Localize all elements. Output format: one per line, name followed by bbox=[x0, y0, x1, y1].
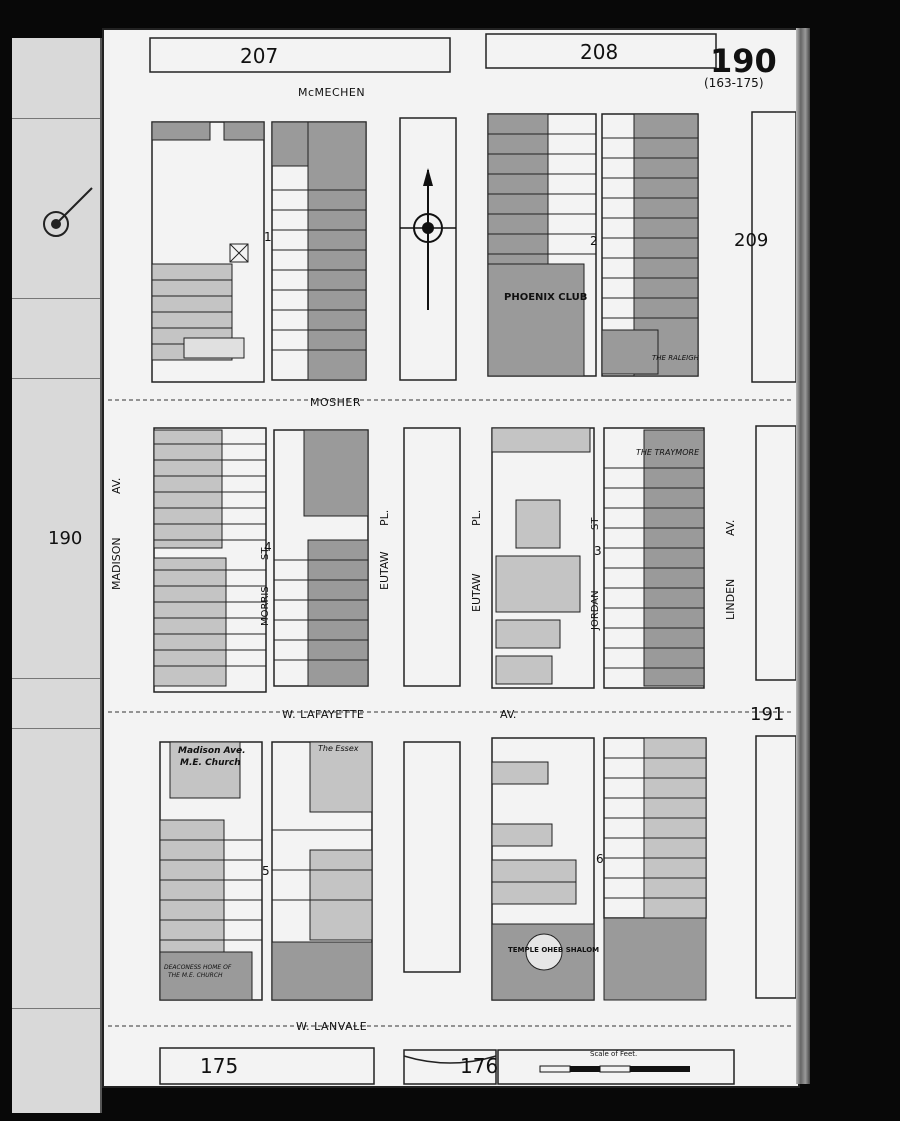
eutaw-place-median-middle bbox=[403, 427, 461, 687]
building-deaconess-home-line1: DEACONESS HOME OF bbox=[164, 964, 232, 971]
street-madison: MADISON bbox=[110, 537, 123, 590]
adjacent-sheet-number-left: 190 bbox=[48, 528, 83, 549]
block-number-4: 4 bbox=[264, 540, 272, 554]
building-madison-church-line1: Madison Ave. bbox=[178, 746, 246, 756]
adjacent-sheet-bottom-left: 175 bbox=[200, 1054, 239, 1078]
block-1-rowhouses bbox=[271, 121, 367, 381]
adjacent-sheet-right-top: 209 bbox=[734, 230, 769, 251]
block-5 bbox=[159, 741, 373, 1001]
street-w-lafayette: W. LAFAYETTE bbox=[282, 708, 365, 721]
compass-rose-icon bbox=[400, 168, 456, 310]
block-6 bbox=[491, 737, 707, 1001]
map-sheet: 207 208 190 (163-175) 209 191 175 176 Mc… bbox=[102, 28, 800, 1088]
building-deaconess-home-line2: THE M.E. CHURCH bbox=[168, 972, 223, 979]
block-2 bbox=[487, 113, 699, 377]
compass-rose-left bbox=[43, 187, 93, 237]
street-linden-av: AV. bbox=[724, 519, 737, 536]
page-range: (163-175) bbox=[704, 76, 764, 90]
adjacent-sheet-top-left: 207 bbox=[240, 44, 279, 68]
block-number-2: 2 bbox=[590, 234, 598, 248]
street-w-lanvale: W. LANVALE bbox=[296, 1020, 368, 1033]
street-mcmechen: McMECHEN bbox=[298, 86, 366, 99]
building-temple-oheb-shalom: TEMPLE OHEB SHALOM bbox=[508, 946, 600, 954]
street-eutaw-right-pl: PL. bbox=[470, 509, 483, 526]
adjacent-sheet-bottom-right: 176 bbox=[460, 1054, 499, 1078]
street-jordan-st: ST bbox=[590, 517, 601, 530]
eutaw-place-median-bottom bbox=[403, 741, 461, 973]
street-linden: LINDEN bbox=[724, 578, 737, 620]
street-lafayette-av: AV. bbox=[500, 708, 517, 721]
building-the-raleigh: THE RALEIGH bbox=[652, 354, 699, 362]
adjacent-sheet-top-right: 208 bbox=[580, 40, 619, 64]
building-the-essex: The Essex bbox=[318, 744, 359, 753]
block-number-5: 5 bbox=[262, 864, 270, 878]
page-number: 190 bbox=[710, 42, 777, 80]
scale-label: Scale of Feet. bbox=[590, 1050, 638, 1058]
block-3 bbox=[491, 427, 705, 689]
street-eutaw-right: EUTAW bbox=[470, 573, 483, 612]
street-eutaw-left: EUTAW bbox=[378, 551, 391, 590]
adjacent-sheet-right-bottom: 191 bbox=[750, 704, 785, 725]
building-madison-church-line2: M.E. Church bbox=[180, 758, 241, 768]
block-number-3: 3 bbox=[594, 544, 602, 558]
street-eutaw-left-pl: PL. bbox=[378, 509, 391, 526]
building-phoenix-club: PHOENIX CLUB bbox=[504, 292, 588, 303]
block-1 bbox=[151, 121, 265, 383]
block-4 bbox=[153, 427, 369, 693]
street-mosher: MOSHER bbox=[310, 396, 361, 409]
adjacent-page-left: 190 bbox=[12, 38, 102, 1113]
street-jordan: JORDAN bbox=[590, 590, 601, 630]
block-number-6: 6 bbox=[596, 852, 604, 866]
page-edge bbox=[796, 28, 810, 1084]
block-number-1: 1 bbox=[264, 230, 272, 244]
street-morris: MORRIS bbox=[260, 586, 271, 626]
street-madison-av: AV. bbox=[110, 477, 123, 494]
map-drawing bbox=[108, 33, 797, 1085]
building-the-traymore: THE TRAYMORE bbox=[636, 448, 700, 457]
